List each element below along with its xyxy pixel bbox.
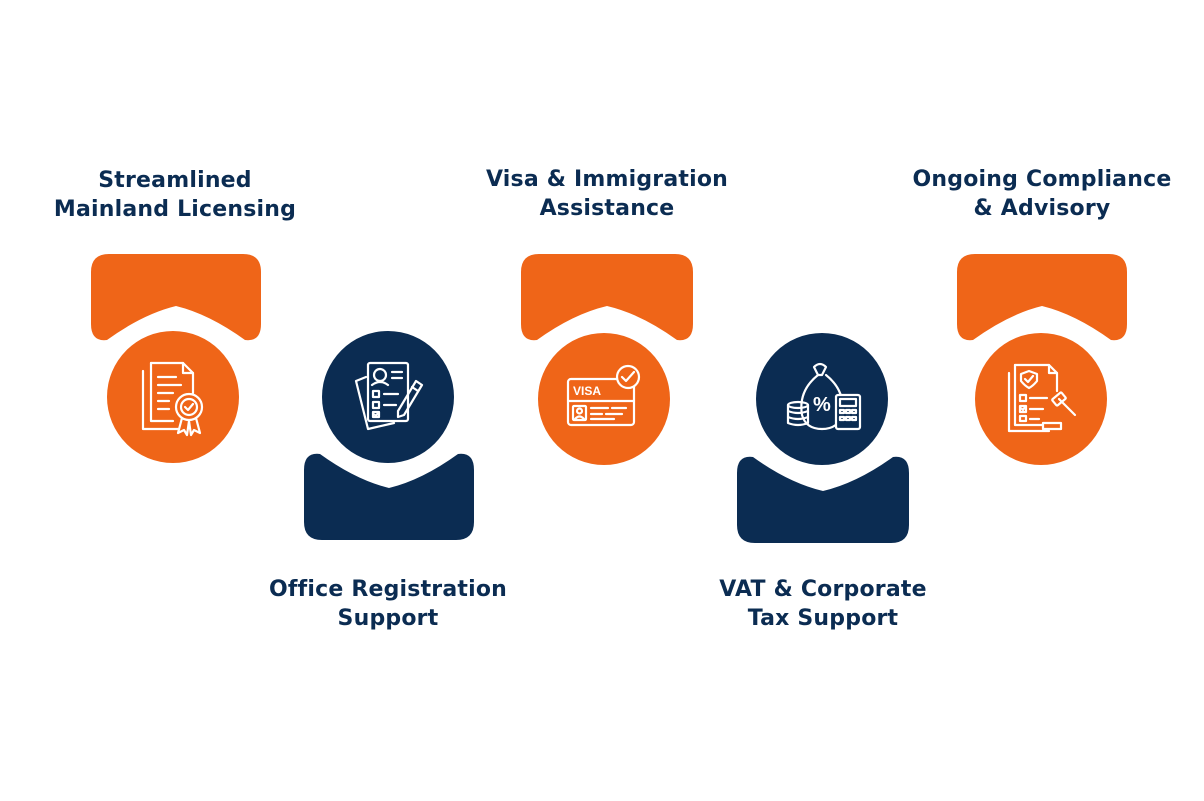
- step-icon-circle: [975, 333, 1107, 465]
- registration-form-icon: [354, 361, 424, 431]
- percent-text: %: [813, 394, 831, 416]
- step-icon-circle: [322, 331, 454, 463]
- step-tab-shape: [957, 254, 1127, 341]
- step-icon-circle: [107, 331, 239, 463]
- step-tab-shape: [521, 254, 693, 341]
- visa-card-icon: VISA: [566, 364, 641, 427]
- compliance-gavel-icon: [1007, 363, 1077, 433]
- step-icon-circle: VISA: [538, 333, 670, 465]
- step-title: Office Registration Support: [268, 577, 508, 631]
- step-tab-shape: [304, 453, 474, 540]
- visa-text: VISA: [573, 384, 601, 398]
- tax-calculator-icon: %: [786, 362, 862, 431]
- certificate-document-icon: [141, 361, 204, 437]
- step-title: Visa & Immigration Assistance: [485, 167, 729, 221]
- step-title: VAT & Corporate Tax Support: [719, 577, 927, 631]
- step-tab-shape: [737, 456, 909, 543]
- step-title: Ongoing Compliance & Advisory: [912, 167, 1172, 221]
- step-title: Streamlined Mainland Licensing: [53, 168, 297, 222]
- step-icon-circle: %: [756, 333, 888, 465]
- step-tab-shape: [91, 254, 261, 341]
